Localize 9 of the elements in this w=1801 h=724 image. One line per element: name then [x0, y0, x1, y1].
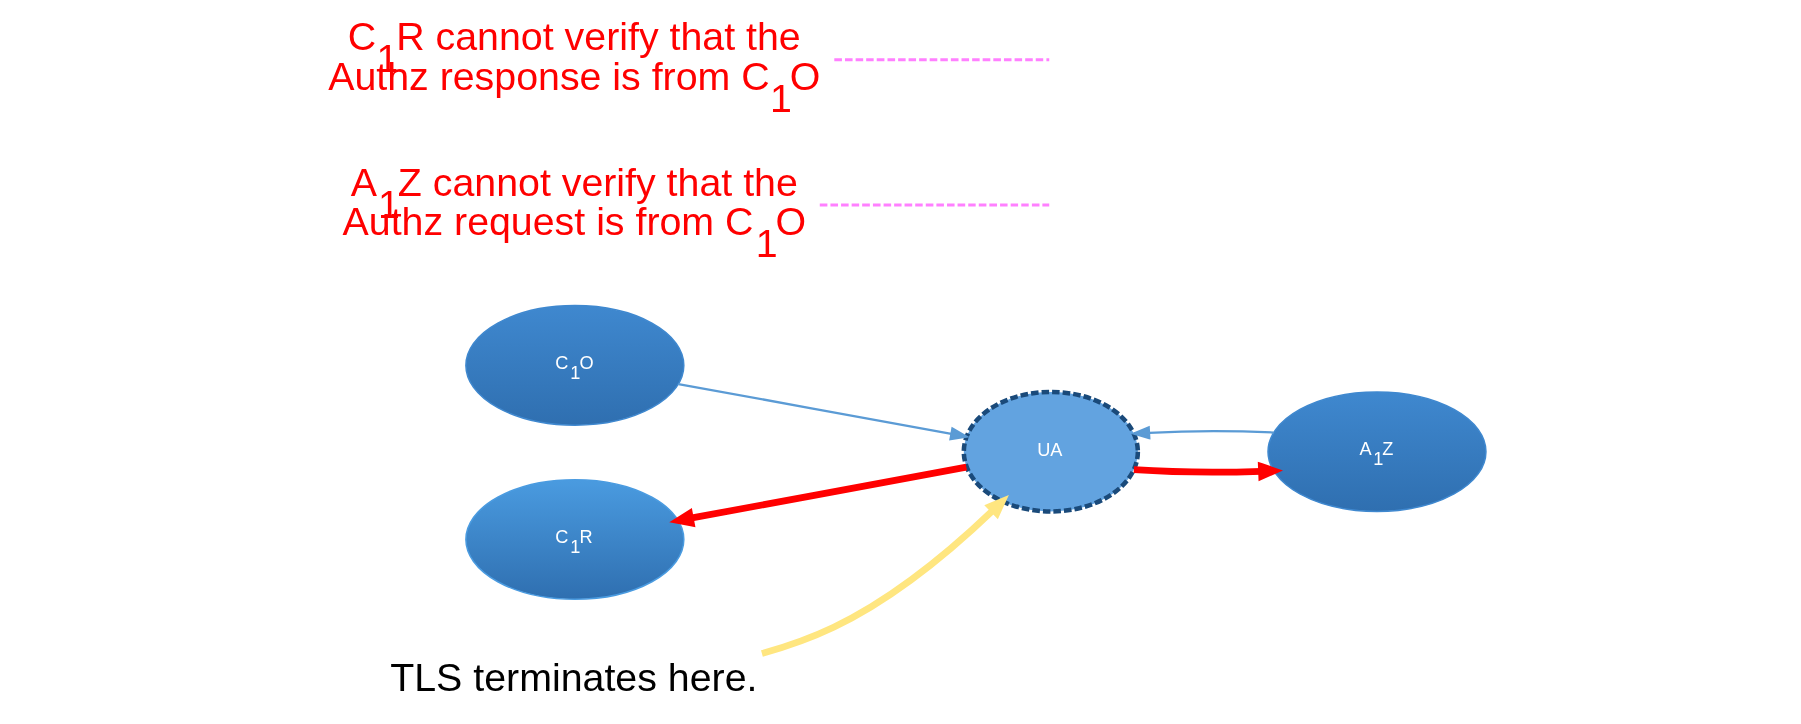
arrow: [1129, 425, 1274, 440]
arrow: [677, 382, 970, 441]
arrow: [668, 463, 967, 528]
connector: [833, 58, 1049, 62]
arrow: [1133, 461, 1283, 482]
node-ellipse: UA: [961, 389, 1140, 514]
arrow: [760, 494, 1009, 657]
connector: [819, 203, 1049, 207]
node-text: TLS terminates here.: [389, 655, 757, 700]
